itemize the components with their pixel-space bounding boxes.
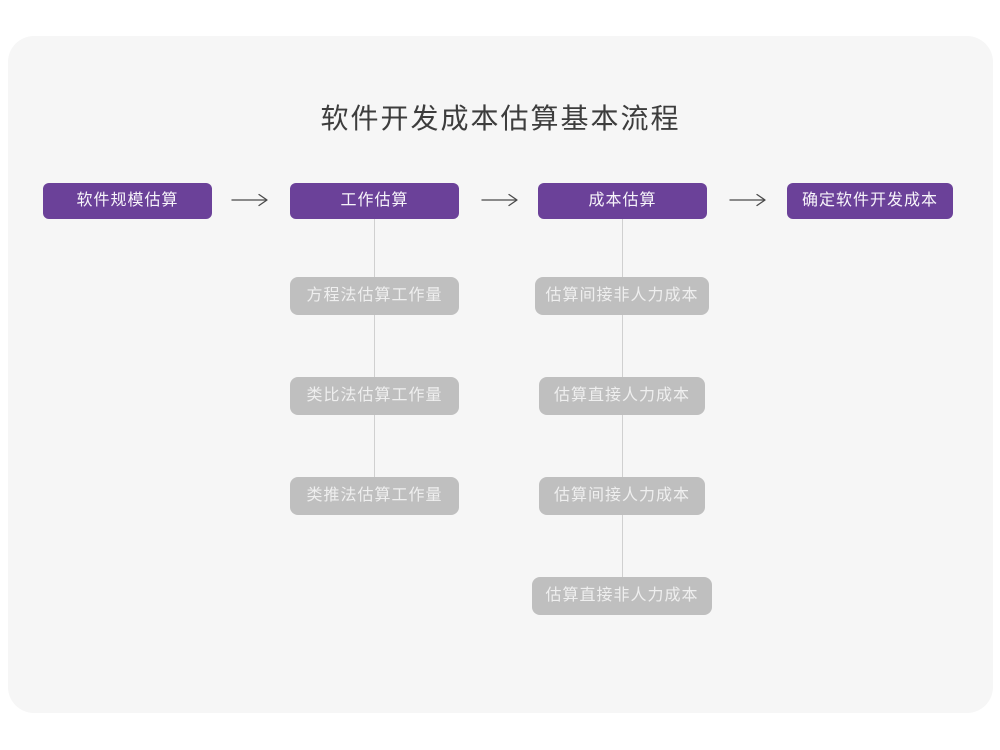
substep-direct-labor-cost: 估算直接人力成本 <box>539 377 705 415</box>
diagram-card <box>8 36 993 713</box>
connector-line-work <box>374 219 375 497</box>
flow-arrow-icon <box>481 193 518 207</box>
substep-extrapolation-method: 类推法估算工作量 <box>290 477 459 515</box>
substep-direct-nonlabor-cost: 估算直接非人力成本 <box>532 577 712 615</box>
substep-analogy-method: 类比法估算工作量 <box>290 377 459 415</box>
diagram-title: 软件开发成本估算基本流程 <box>320 103 681 134</box>
flow-stage-determine-dev-cost: 确定软件开发成本 <box>787 183 953 219</box>
flow-stage-work-estimation: 工作估算 <box>290 183 459 219</box>
substep-indirect-nonlabor-cost: 估算间接非人力成本 <box>535 277 709 315</box>
flow-arrow-icon <box>729 193 766 207</box>
flow-stage-software-scale-estimation: 软件规模估算 <box>43 183 212 219</box>
flow-arrow-icon <box>231 193 268 207</box>
flow-stage-cost-estimation: 成本估算 <box>538 183 707 219</box>
substep-equation-method: 方程法估算工作量 <box>290 277 459 315</box>
substep-indirect-labor-cost: 估算间接人力成本 <box>539 477 705 515</box>
